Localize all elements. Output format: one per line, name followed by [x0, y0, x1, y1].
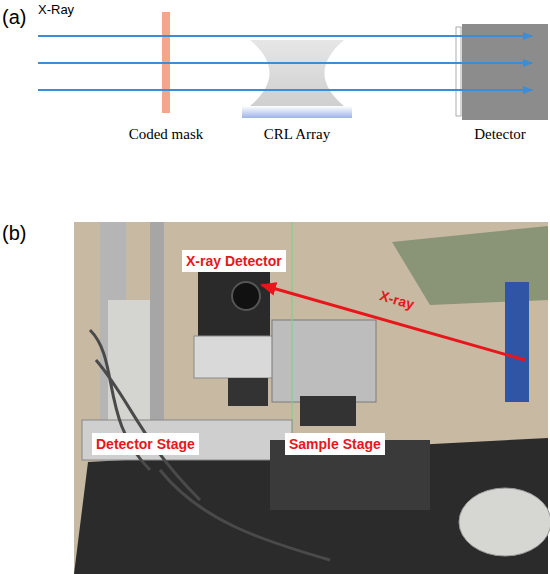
- sample-goniometer: [272, 320, 376, 402]
- panel-label: (b): [2, 222, 26, 244]
- stage-motor: [300, 396, 356, 426]
- blue-stand: [505, 282, 529, 402]
- detector-camera: [198, 270, 270, 338]
- x-ray-beam: [38, 35, 532, 37]
- crl-holder: [242, 106, 352, 118]
- part-label: Detector: [474, 126, 526, 143]
- x-ray-beam: [38, 62, 532, 64]
- detector-rail: [82, 420, 292, 460]
- callout-box: X-ray Detector: [182, 250, 286, 272]
- panel-label: (a): [2, 6, 26, 28]
- callout-text: Detector Stage: [96, 434, 195, 454]
- crl-lens: [250, 40, 344, 106]
- detector-mount: [194, 336, 282, 378]
- detector-lens: [232, 282, 260, 310]
- laser-line: [291, 222, 292, 440]
- callout-box: Sample Stage: [285, 433, 385, 455]
- metal-panel: [108, 300, 150, 430]
- part-label: CRL Array: [264, 126, 331, 143]
- x-ray-arrow: [262, 285, 525, 360]
- x-ray-beam: [38, 89, 532, 91]
- callout-box: Detector Stage: [92, 433, 199, 455]
- part-label: Coded mask: [129, 126, 204, 143]
- callout-text: Sample Stage: [289, 434, 381, 454]
- beam-label: X-Ray: [38, 3, 74, 17]
- detector-window: [456, 27, 461, 116]
- detector-body: [462, 24, 548, 120]
- support-frame: [150, 222, 164, 432]
- rotary-stage: [459, 488, 550, 556]
- stage-motor: [228, 378, 268, 406]
- callout-text: X-ray Detector: [186, 251, 282, 271]
